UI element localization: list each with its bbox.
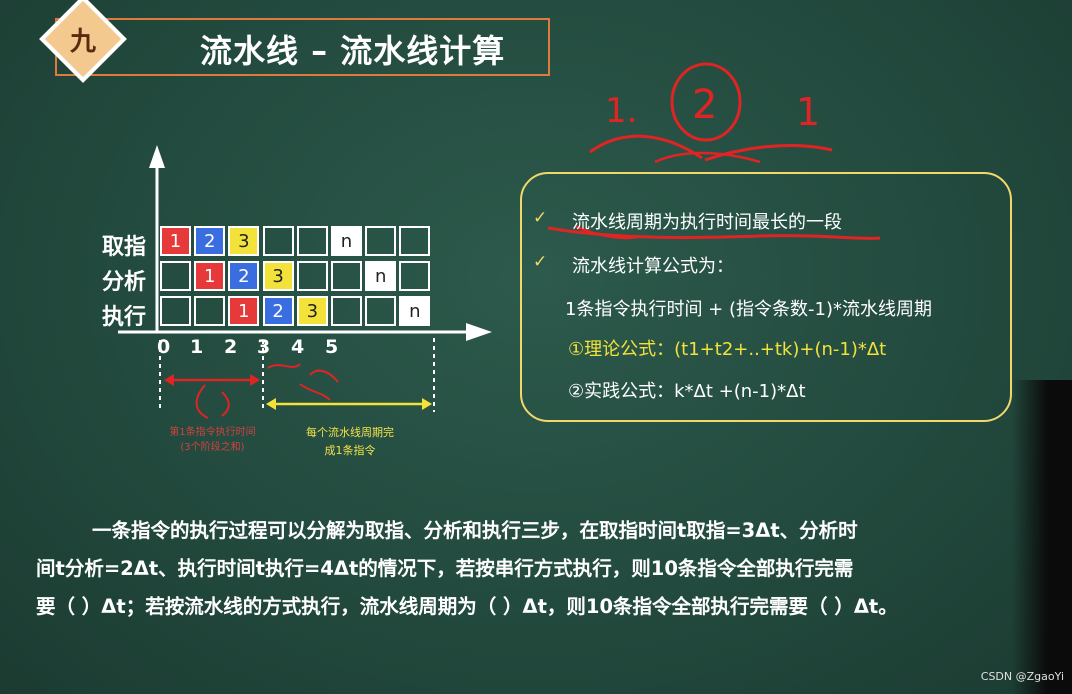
info-item-formula-title: 流水线计算公式为： [572,256,734,277]
info-item-cycle: 流水线周期为执行时间最长的一段 [572,212,842,233]
handwriting-right-mark: 1 [796,90,820,134]
pipeline-cell [399,226,431,256]
pipeline-cell: 3 [228,226,260,256]
tick-5: 5 [325,336,339,358]
tick-4: 4 [291,336,305,358]
tick-0: 0 [157,336,171,358]
pipeline-cell: 3 [262,261,294,291]
pipeline-cell [296,261,328,291]
note-pipeline-cycle: 每个流水线周期完 成1条指令 [290,424,410,460]
handwriting-arc-left [589,134,703,160]
note-yellow-line2: 成1条指令 [324,444,376,457]
tick-1: 1 [190,336,204,358]
yellow-span-arrowhead-right [422,398,432,410]
pipeline-cell: n [331,226,362,256]
pipeline-cell: 1 [194,261,226,291]
pipeline-cell [365,296,397,326]
tick-2: 2 [224,336,238,358]
question-line-2: 间t分析=2Δt、执行时间t执行=4Δt的情况下，若按串行方式执行，则10条指令… [36,557,854,580]
pipeline-cell: 2 [194,226,226,256]
check-icon: ✓ [533,208,548,228]
check-icon: ✓ [533,252,548,272]
question-text: 一条指令的执行过程可以分解为取指、分析和执行三步，在取指时间t取指=3Δt、分析… [36,512,1046,626]
yellow-span-arrowhead-left [266,398,276,410]
info-formula: 1条指令执行时间 + (指令条数-1)*流水线周期 [565,299,932,320]
pipeline-cell [331,296,362,326]
handwriting-circle [670,62,742,142]
handwriting-circled-number: 2 [692,82,717,128]
pipeline-cell [365,226,397,256]
pipeline-cell [399,261,431,291]
stage-label-execute: 执行 [102,305,147,330]
tick-3: 3 [257,336,271,358]
pipeline-cell [296,226,328,256]
pipeline-cell: 3 [296,296,328,326]
stage-label-fetch: 取指 [102,235,147,260]
y-axis-arrow [149,145,165,168]
pipeline-cell: n [399,296,431,326]
note-red-line2: (3个阶段之和) [180,442,245,453]
stage-label-analyze: 分析 [102,270,147,295]
pipeline-cell [160,296,191,326]
info-theory-label: ①理论公式： [568,339,675,360]
handwriting-arc-right [704,143,833,162]
red-span-arrowhead-right [250,374,260,386]
note-red-line1: 第1条指令执行时间 [169,427,256,438]
handwriting-brace-red [195,384,230,419]
pipeline-cell: 1 [228,296,260,326]
handwriting-arc-inner [654,151,761,164]
question-line-3: 要（ ）Δt；若按流水线的方式执行，流水线周期为（ ）Δt，则10条指令全部执行… [36,595,898,618]
pipeline-cell: n [365,261,397,291]
pipeline-cell: 2 [228,261,260,291]
red-span-arrowhead-left [164,374,174,386]
section-badge-label: 九 [69,26,96,57]
note-first-instruction: 第1条指令执行时间 (3个阶段之和) [140,425,285,455]
pipeline-cell: 2 [262,296,294,326]
formula-box [520,172,1012,422]
note-yellow-line1: 每个流水线周期完 [306,426,394,439]
presenter-shadow [1012,380,1072,694]
info-theory: ①理论公式：(t1+t2+..+tk)+(n-1)*Δt [568,335,886,361]
pipeline-cell [160,261,191,291]
pipeline-cell [262,226,294,256]
watermark: CSDN @ZgaoYi [980,670,1064,683]
pipeline-cell [194,296,226,326]
slide-title: 流水线 – 流水线计算 [200,32,506,70]
handwriting-marks-red [267,363,339,401]
info-practice: ②实践公式：k*Δt +(n-1)*Δt [568,381,806,402]
handwriting-left-mark: 1. [605,91,637,131]
x-axis-arrow [466,323,492,341]
question-line-1: 一条指令的执行过程可以分解为取指、分析和执行三步，在取指时间t取指=3Δt、分析… [92,519,858,542]
pipeline-cell: 1 [160,226,191,256]
info-theory-formula: (t1+t2+..+tk)+(n-1)*Δt [674,339,887,360]
pipeline-cell [331,261,362,291]
handwriting-underline-2 [574,224,641,240]
